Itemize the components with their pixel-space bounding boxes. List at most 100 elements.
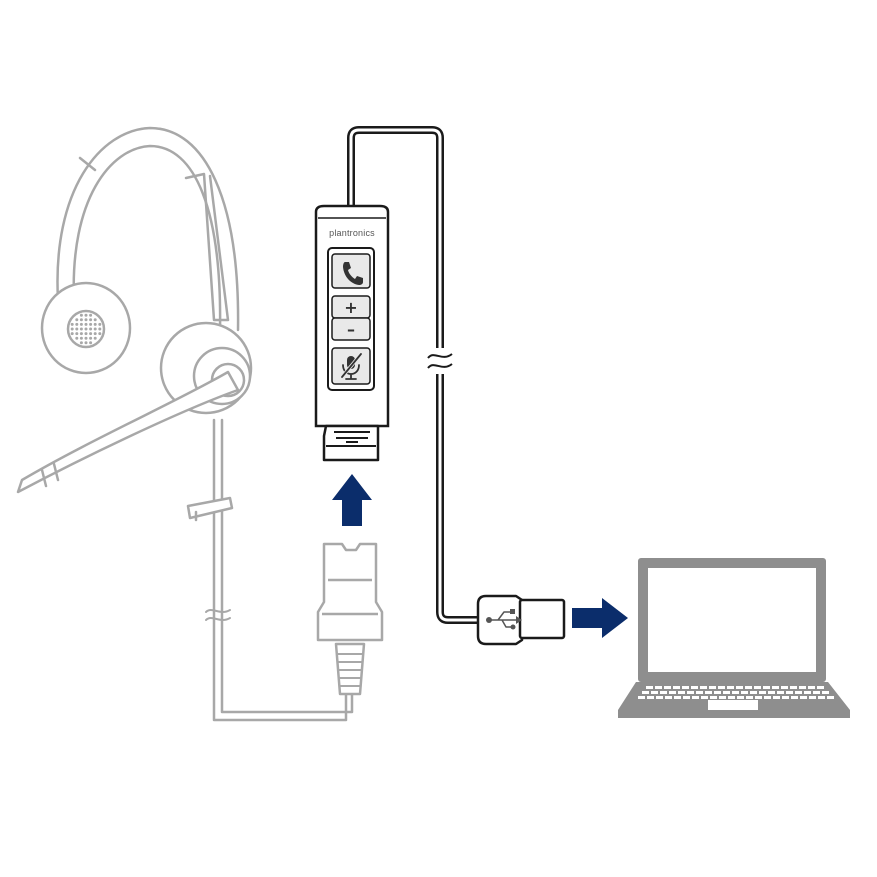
keyboard-key (755, 696, 762, 699)
keyboard-key (719, 696, 726, 699)
boom-mic (16, 370, 240, 494)
keyboard-key (746, 696, 753, 699)
grille-dot (89, 313, 93, 317)
keyboard-key (795, 691, 802, 694)
keyboard-key (799, 686, 806, 689)
keyboard-key (772, 686, 779, 689)
grille-dot (98, 322, 102, 326)
speaker-grille (70, 313, 102, 345)
grille-dot (89, 341, 93, 345)
keyboard-key (701, 696, 708, 699)
keyboard-key (817, 686, 824, 689)
grille-dot (79, 341, 83, 345)
keyboard-key (727, 686, 734, 689)
usb-controller: + – plantronics (314, 126, 482, 624)
keyboard-key (642, 691, 649, 694)
keyboard-key (669, 691, 676, 694)
keyboard-key (682, 686, 689, 689)
keyboard-key (790, 686, 797, 689)
call-button (331, 253, 371, 289)
keyboard-key (782, 696, 789, 699)
usb-plug-tip (518, 598, 566, 640)
keyboard-key (700, 686, 707, 689)
phone-icon (343, 262, 363, 285)
keyboard-key (750, 691, 757, 694)
keyboard-key (732, 691, 739, 694)
grille-dot (89, 327, 93, 331)
keyboard-key (664, 686, 671, 689)
plus-icon: + (344, 298, 357, 317)
keyboard-key (674, 696, 681, 699)
grille-dot (79, 332, 83, 336)
grille-dot (84, 318, 88, 322)
keyboard-key (804, 691, 811, 694)
grille-dot (84, 313, 88, 317)
keyboard-key (709, 686, 716, 689)
grille-dot (98, 327, 102, 331)
minus-icon: – (347, 320, 355, 339)
grille-dot (70, 332, 74, 336)
cord-clip (186, 496, 234, 522)
grille-dot (93, 318, 97, 322)
keyboard-key (665, 696, 672, 699)
grille-dot (75, 322, 79, 326)
grille-dot (70, 327, 74, 331)
keyboard-key (754, 686, 761, 689)
cord-break-mark (205, 609, 231, 621)
keyboard-key (655, 686, 662, 689)
keyboard-key (646, 686, 653, 689)
keyboard-key (660, 691, 667, 694)
grille-dot (93, 332, 97, 336)
keyboard-key (692, 696, 699, 699)
keyboard-key (737, 696, 744, 699)
keyboard-key (813, 691, 820, 694)
keyboard-key (741, 691, 748, 694)
grille-dot (93, 327, 97, 331)
grille-dot (84, 341, 88, 345)
headset-cord (212, 418, 354, 722)
keyboard-key (718, 686, 725, 689)
grille-dot (79, 313, 83, 317)
keyboard-key (705, 691, 712, 694)
keyboard-key (723, 691, 730, 694)
grille-dot (75, 336, 79, 340)
keyboard-key (696, 691, 703, 694)
grille-dot (98, 332, 102, 336)
grille-dot (79, 336, 83, 340)
keyboard-key (764, 696, 771, 699)
keyboard-key (673, 686, 680, 689)
keyboard-key (768, 691, 775, 694)
grille-dot (75, 318, 79, 322)
keyboard-key (808, 686, 815, 689)
usb-icon (486, 609, 522, 630)
grille-dot (84, 332, 88, 336)
keyboard-key (678, 691, 685, 694)
keyboard-key (777, 691, 784, 694)
keyboard-key (728, 696, 735, 699)
keyboard-key (827, 696, 834, 699)
keyboard-key (714, 691, 721, 694)
cable-break-mark (427, 353, 453, 369)
grille-dot (84, 322, 88, 326)
keyboard-key (773, 696, 780, 699)
keyboard-key (745, 686, 752, 689)
grille-dot (84, 336, 88, 340)
grille-dot (79, 327, 83, 331)
keyboard-key (683, 696, 690, 699)
keyboard-key (638, 696, 645, 699)
keyboard-key (651, 691, 658, 694)
keyboard-key (781, 686, 788, 689)
keyboard-key (809, 696, 816, 699)
keyboard-key (786, 691, 793, 694)
qd-connector (316, 542, 384, 696)
keyboard-key (791, 696, 798, 699)
laptop-trackpad (708, 700, 758, 710)
keyboard-key (736, 686, 743, 689)
arrow-up-icon (332, 474, 372, 526)
keyboard-key (822, 691, 829, 694)
volume-down-button (331, 317, 371, 341)
keyboard-key (800, 696, 807, 699)
grille-dot (79, 318, 83, 322)
usb-plug (476, 594, 566, 646)
keyboard-key (763, 686, 770, 689)
